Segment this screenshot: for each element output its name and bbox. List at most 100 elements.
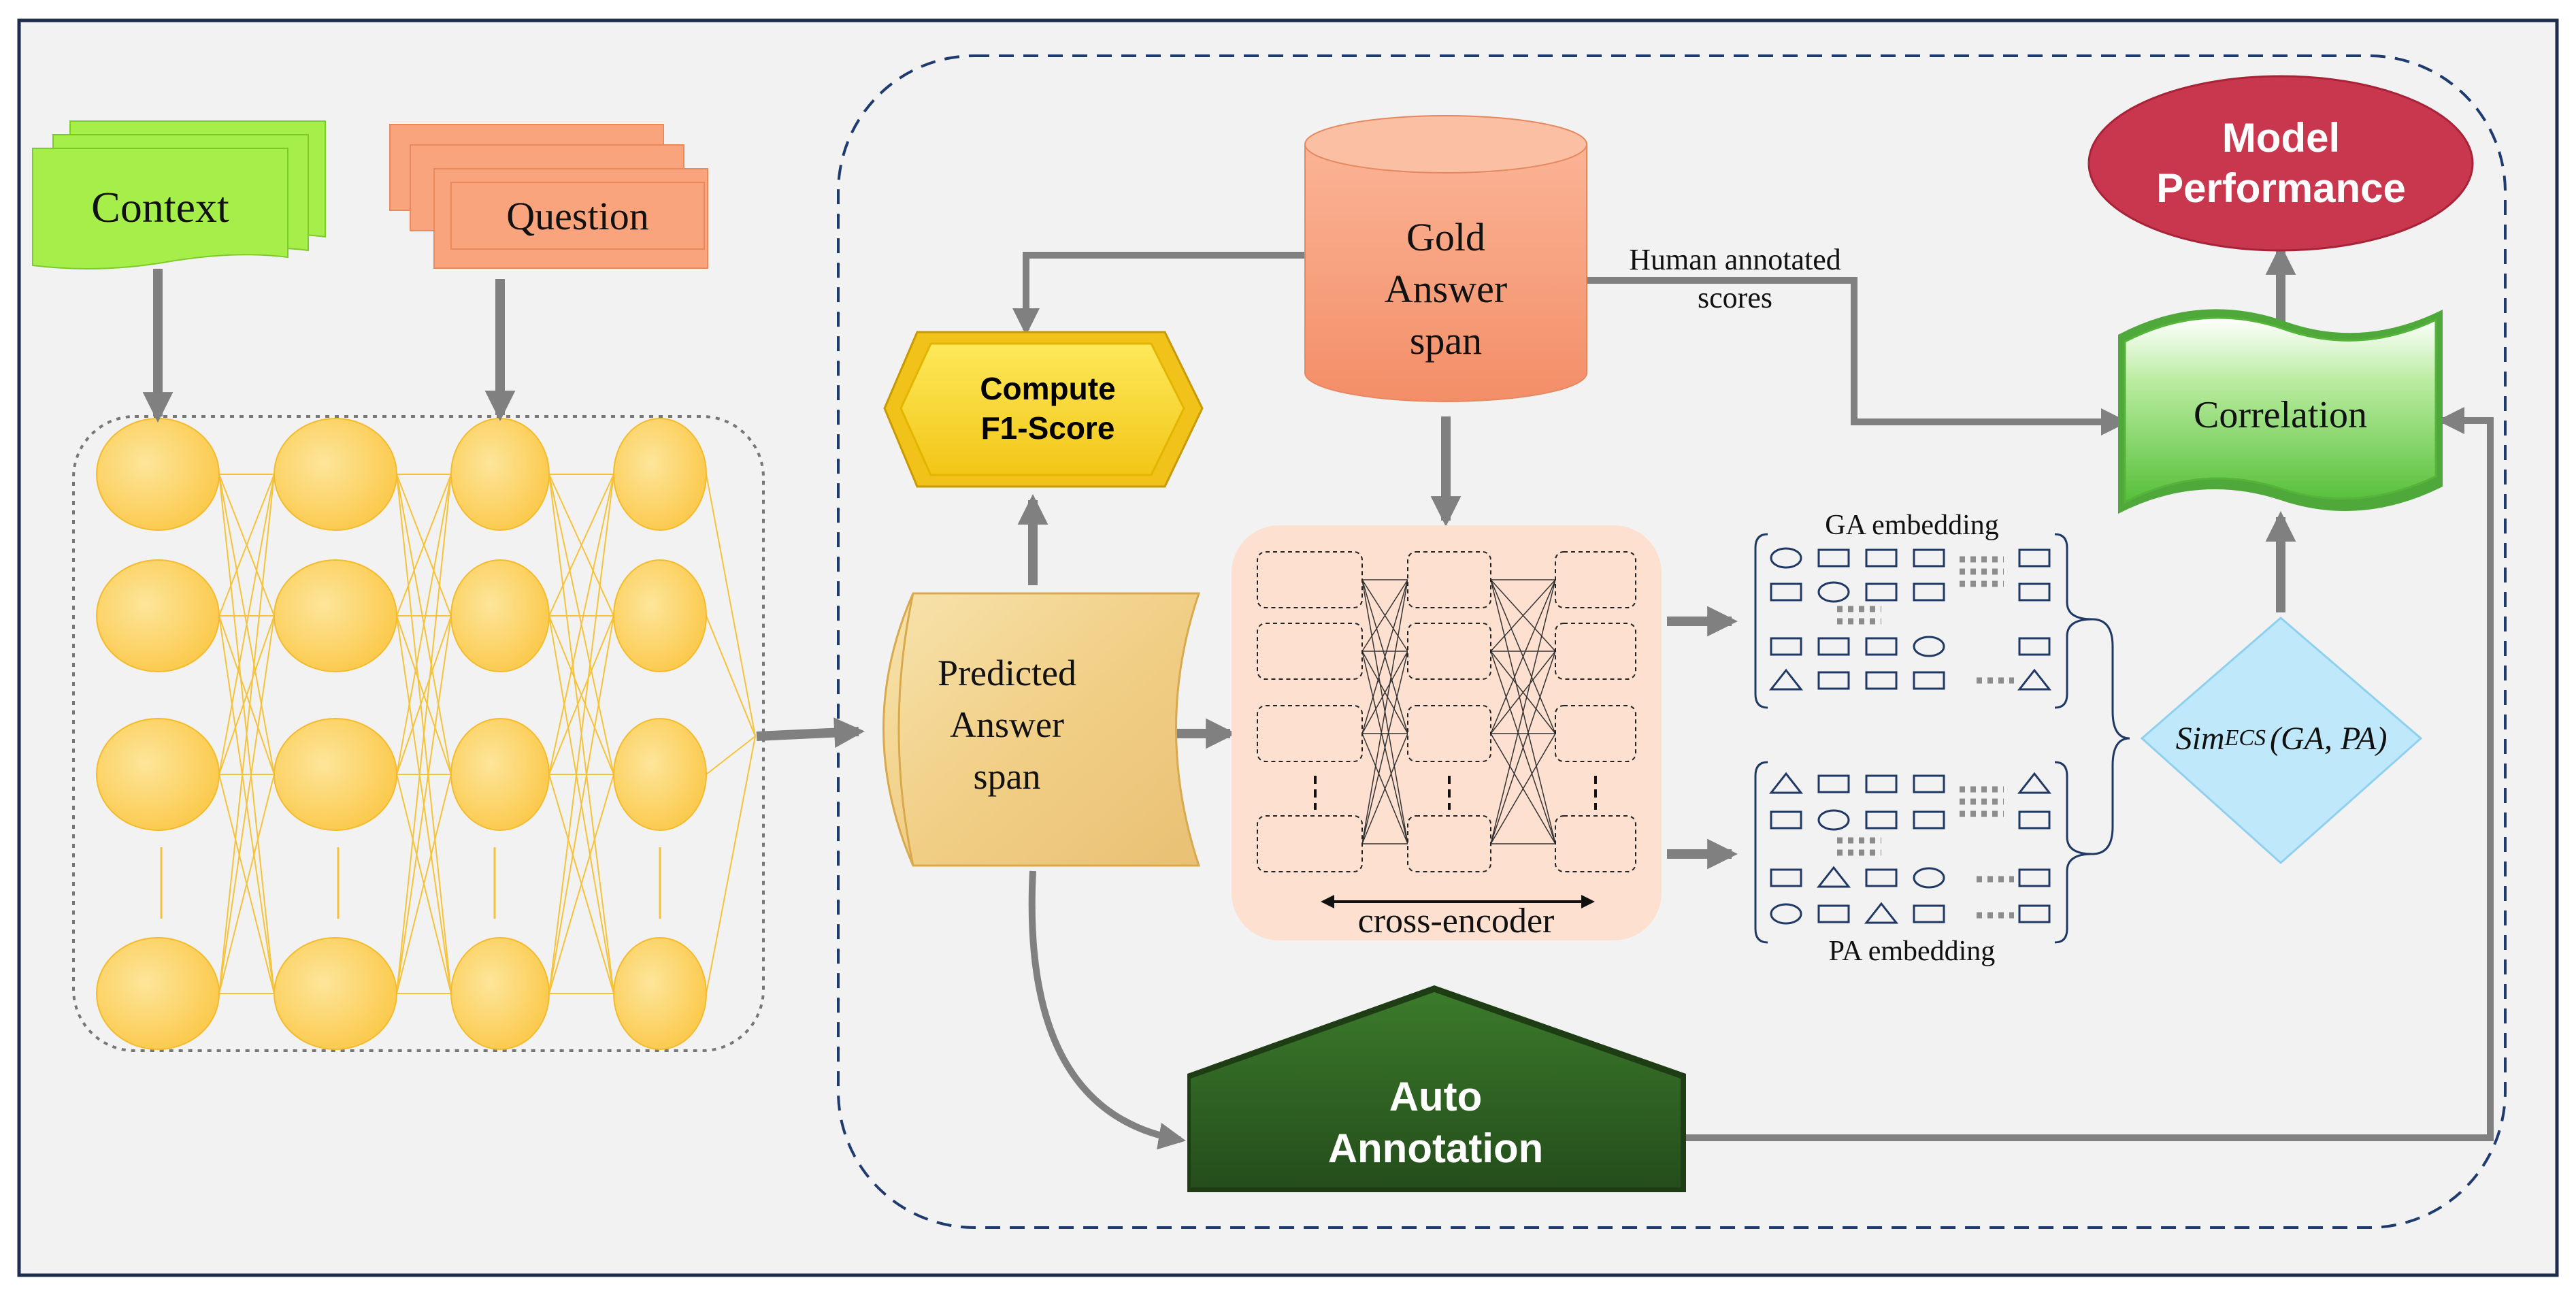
model-performance-label: Model Performance (2092, 88, 2470, 238)
ce-connection (1490, 651, 1556, 844)
neuron (613, 418, 707, 531)
neuron (613, 559, 707, 672)
evaluation-region (837, 54, 2507, 1229)
ce-connection (1361, 733, 1408, 844)
neuron (96, 418, 220, 531)
nn-connection (396, 774, 452, 994)
embedding-square-icon (1770, 868, 1802, 887)
nn-connection (218, 474, 275, 994)
gold-answer-cylinder (1304, 115, 1587, 402)
embedding-triangle-icon (2017, 772, 2052, 794)
predicted-scroll (882, 592, 1201, 867)
auto-annotation-label: Auto Annotation (1191, 1058, 1681, 1187)
similarity-diamond (2140, 617, 2423, 865)
ce-connection (1361, 651, 1408, 844)
human-line-2: scores (1698, 281, 1772, 314)
nn-output-connection (706, 736, 756, 994)
nn-connection (396, 615, 452, 775)
embedding-triangle-icon (1816, 866, 1851, 888)
embedding-triangle-icon (1768, 772, 1804, 794)
context-label: Context (91, 183, 229, 231)
cross-encoder-block (1232, 525, 1662, 940)
nn-connection (396, 474, 452, 994)
nn-connection (548, 474, 614, 994)
correlation-wave (2118, 309, 2443, 514)
pa-embedding-label: PA embedding (1828, 936, 1996, 967)
ce-connection (1361, 579, 1408, 844)
neuron (450, 937, 550, 1050)
ce-connection (1490, 579, 1556, 734)
ce-node (1257, 623, 1363, 680)
embedding-triangle-icon (2017, 668, 2052, 691)
ce-connection (1490, 579, 1556, 652)
perf-line-2: Performance (2156, 165, 2406, 211)
embedding-square-icon (1913, 548, 1945, 568)
neuron (613, 937, 707, 1050)
embedding-triangle-icon (1768, 668, 1804, 691)
ce-node (1555, 815, 1636, 872)
embedding-square-icon (1865, 774, 1898, 793)
gold-line-3: span (1409, 318, 1483, 363)
human-scores-label: Human annotated scores (1585, 235, 1885, 323)
embedding-square-icon (1865, 671, 1898, 690)
f1-line-1: Compute (980, 371, 1116, 406)
nn-connection (396, 615, 452, 994)
nn-connection (396, 474, 452, 617)
embedding-square-icon (1865, 810, 1898, 830)
embedding-square-icon (1817, 637, 1850, 656)
nn-connection (548, 615, 614, 775)
neuron (613, 718, 707, 831)
question-label: Question (506, 193, 649, 238)
auto-annotation-house (1187, 985, 1686, 1192)
embedding-square-icon (2018, 810, 2051, 830)
embedding-circle-icon (1770, 547, 1802, 569)
correlation-label: Correlation (2193, 394, 2368, 436)
embedding-circle-icon (1817, 581, 1850, 603)
neuron (274, 718, 397, 831)
nn-connection (548, 474, 614, 617)
embedding-square-icon (1865, 582, 1898, 602)
model-performance-ellipse (2087, 75, 2474, 252)
question-stack-icon (389, 124, 708, 269)
nn-output-connection (706, 474, 756, 737)
context-document-icon (32, 120, 326, 269)
ce-node (1555, 551, 1636, 608)
neuron (274, 937, 397, 1050)
neuron (450, 718, 550, 831)
ce-connection (1361, 651, 1408, 734)
neuron (274, 418, 397, 531)
ce-node (1555, 623, 1636, 680)
ce-connection (1490, 579, 1556, 844)
embedding-square-icon (1817, 548, 1850, 568)
cross-encoder-label: cross-encoder (1357, 901, 1555, 940)
predicted-line-3: span (973, 756, 1041, 797)
compute-f1-label: Compute F1-Score (905, 354, 1191, 463)
nn-connection (218, 474, 275, 775)
embedding-square-icon (1865, 637, 1898, 656)
sim-subscript: ECS (2224, 725, 2266, 751)
ce-node (1257, 815, 1363, 872)
nn-connection (548, 474, 614, 775)
ce-connection (1490, 733, 1556, 844)
sim-prefix: Sim (2175, 720, 2225, 757)
nn-connection (218, 474, 275, 617)
embedding-circle-icon (1770, 903, 1802, 925)
nn-output-connection (706, 615, 756, 737)
nn-connection (548, 774, 614, 994)
embedding-square-icon (1865, 548, 1898, 568)
embedding-square-icon (2018, 582, 2051, 602)
nn-connection (218, 615, 275, 775)
ce-node (1257, 705, 1363, 762)
embedding-square-icon (1913, 774, 1945, 793)
neuron (96, 937, 220, 1050)
embedding-square-icon (1913, 904, 1945, 923)
embedding-square-icon (2018, 548, 2051, 568)
ce-connection (1361, 579, 1408, 652)
auto-line-1: Auto (1389, 1074, 1483, 1119)
nn-connection (548, 615, 614, 994)
f1-hexagon (883, 331, 1204, 488)
ce-connection (1361, 579, 1408, 734)
ce-node (1407, 551, 1491, 608)
embedding-square-icon (1770, 582, 1802, 602)
